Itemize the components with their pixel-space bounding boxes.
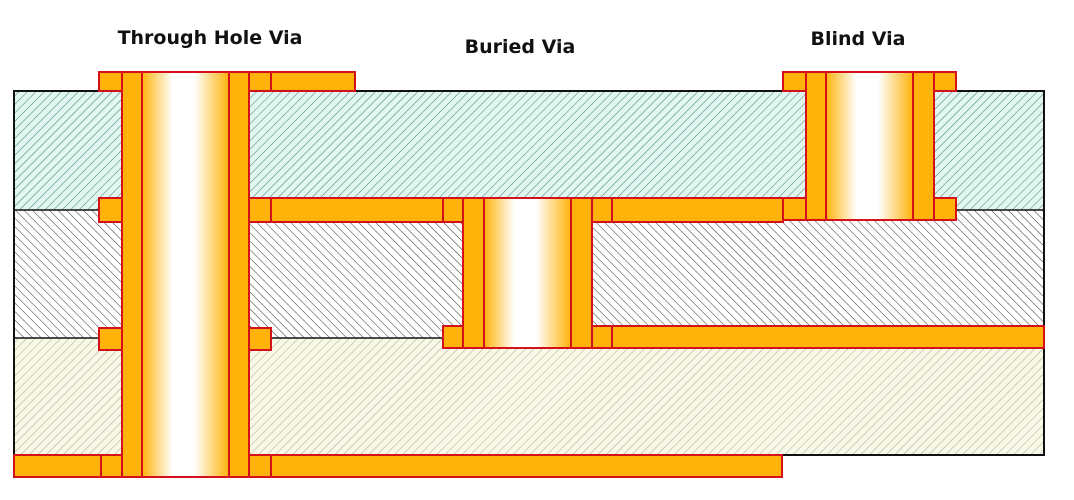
drilled-hole: [483, 197, 572, 349]
buried-via: [442, 197, 1045, 349]
blind-via: [782, 71, 957, 221]
through-hole-via-label: Through Hole Via: [118, 27, 303, 49]
through-hole-via: [13, 71, 783, 478]
inner-copper-trace: [611, 197, 784, 223]
via-barrel-right: [570, 197, 593, 349]
buried-via-label: Buried Via: [465, 36, 576, 58]
drilled-hole: [141, 71, 230, 478]
top-copper-trace: [270, 71, 356, 92]
inner-copper-trace: [611, 325, 1045, 349]
inner-copper-trace: [270, 197, 444, 223]
via-barrel-left: [805, 71, 827, 221]
via-barrel-left: [462, 197, 485, 349]
bottom-copper-trace: [270, 454, 783, 478]
via-barrel-right: [912, 71, 935, 221]
via-barrel-right: [228, 71, 250, 478]
via-barrel-left: [121, 71, 143, 478]
bottom-copper-trace: [13, 454, 102, 478]
blind-via-label: Blind Via: [811, 28, 906, 50]
drilled-hole: [825, 71, 914, 221]
